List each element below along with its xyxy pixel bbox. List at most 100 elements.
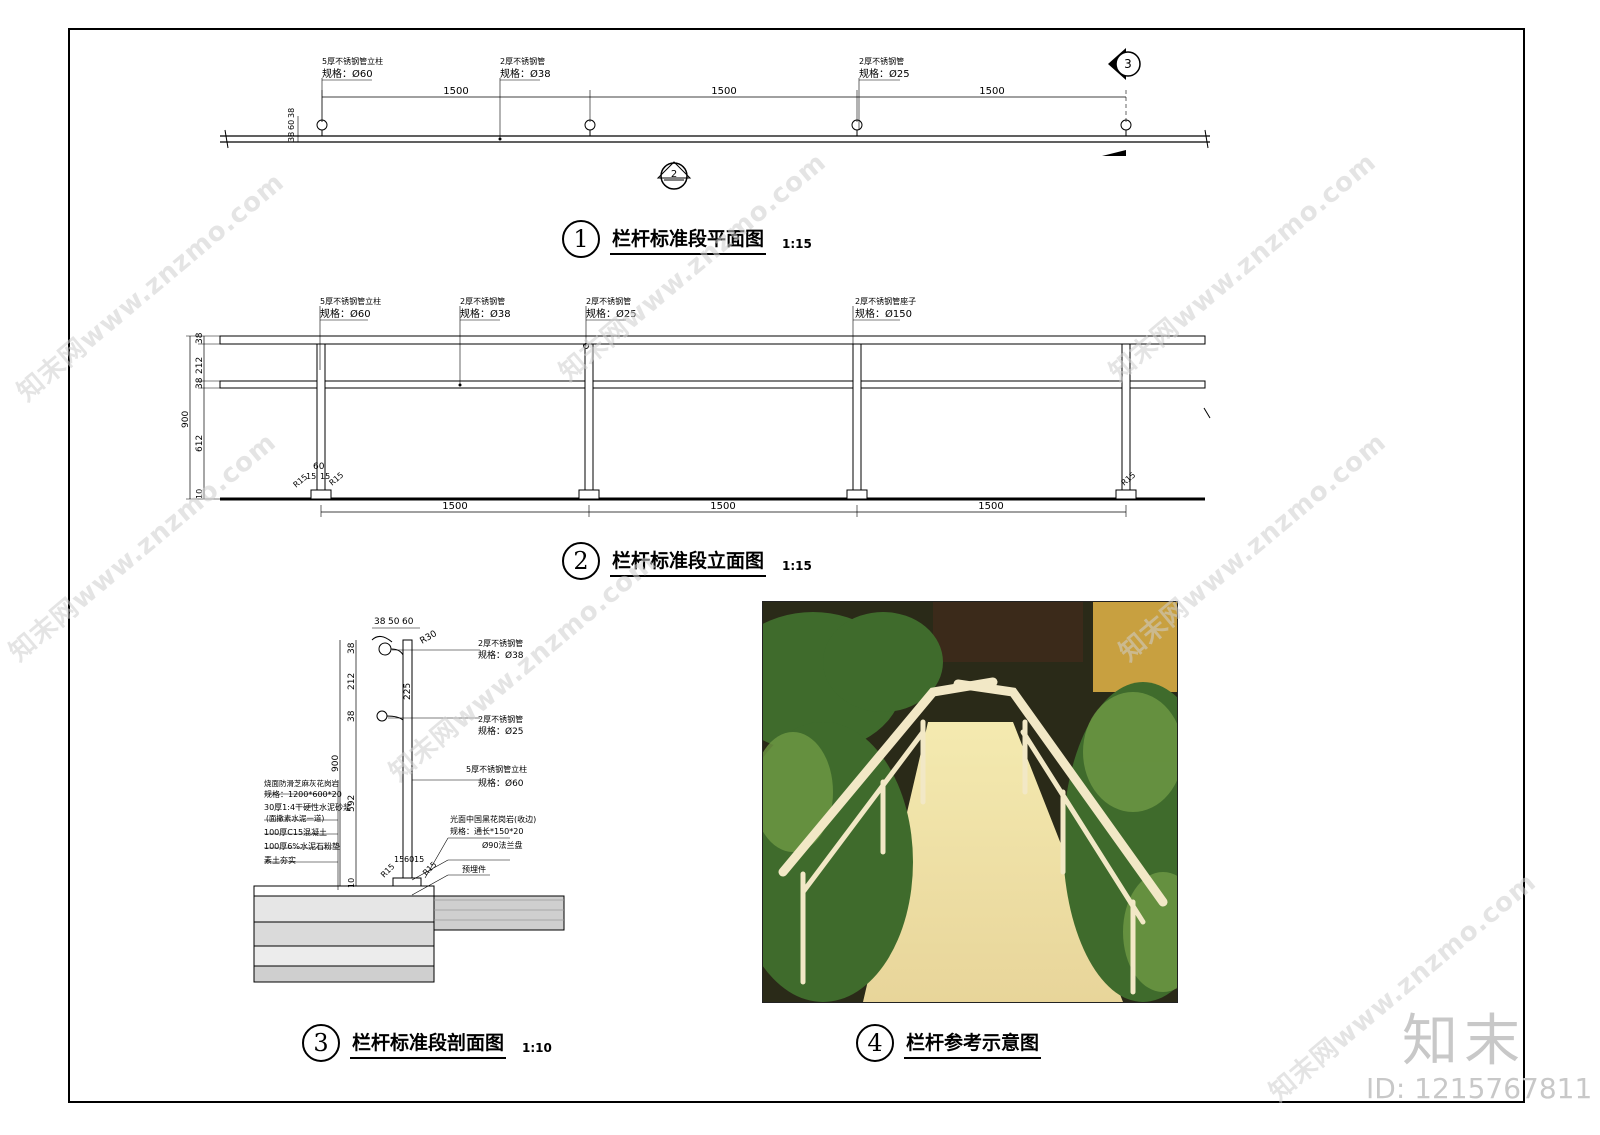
section-vert-dim: 38 xyxy=(347,710,357,722)
elevation-vert-dim: 38 xyxy=(195,332,205,344)
mortar-layer xyxy=(253,895,435,923)
elevation-marker-label: 2 xyxy=(671,169,677,180)
photo-title-text: 栏杆参考示意图 xyxy=(904,1028,1042,1059)
plan-title-scale: 1:15 xyxy=(782,237,812,251)
section-layer-label: 30厚1:4干硬性水泥砂浆 xyxy=(264,802,351,812)
plan-span-label: 1500 xyxy=(979,86,1004,97)
upper-handrail xyxy=(219,335,1206,345)
section-callout: 光面中国黑花岗岩(收边) xyxy=(450,814,536,824)
section-callout: 规格：通长*150*20 xyxy=(450,826,523,836)
elevation-base-dim: 60 xyxy=(313,462,325,472)
elevation-title: 2 栏杆标准段立面图 1:15 xyxy=(562,542,812,580)
section-callout: 5厚不锈钢管立柱 xyxy=(466,764,527,774)
plan-callout: 规格：Ø38 xyxy=(500,67,551,80)
plan-title-number: 1 xyxy=(562,220,600,258)
plan-offset-dim: 60 xyxy=(287,120,296,130)
elevation-callout: 规格：Ø60 xyxy=(320,307,371,320)
section-callout: 预埋件 xyxy=(462,864,486,874)
plan-callout: 5厚不锈钢管立柱 xyxy=(322,56,383,66)
section-vert-dim: 38 xyxy=(347,642,357,654)
plan-callout: 2厚不锈钢管 xyxy=(500,56,545,66)
elevation-total-height: 900 xyxy=(181,411,191,428)
reference-photo-image xyxy=(763,602,1177,1002)
section-callout: 规格：Ø25 xyxy=(478,725,524,737)
elevation-ground-dim: 10 xyxy=(195,489,204,499)
section-callout: 规格：Ø38 xyxy=(478,649,524,661)
elevation-base-dim: 15 xyxy=(320,472,330,481)
section-vert-dim: 225 xyxy=(403,683,413,700)
elevation-vert-dim: 612 xyxy=(195,435,205,452)
paving-layer xyxy=(253,885,435,897)
elevation-posts xyxy=(310,343,1137,500)
elevation-callout: 2厚不锈钢管座子 xyxy=(855,296,916,306)
lower-handrail xyxy=(219,380,1206,389)
plan-callout: 规格：Ø60 xyxy=(322,67,373,80)
section-radius: R15 xyxy=(379,862,397,880)
elevation-vert-dim: 212 xyxy=(195,357,205,374)
plan-offset-dim: 38 xyxy=(287,132,296,142)
plan-view: 1500 1500 1500 5厚不锈钢管立柱 规格：Ø60 2厚不锈钢管 规格… xyxy=(220,48,1210,190)
plan-span-label: 1500 xyxy=(711,86,736,97)
plan-title-text: 栏杆标准段平面图 xyxy=(610,224,767,255)
plan-callout: 规格：Ø25 xyxy=(859,67,910,80)
section-layer-label: 规格：1200*600*20 xyxy=(264,789,342,799)
section-layer-label: 100厚C15混凝土 xyxy=(264,827,327,837)
section-vert-dim: 592 xyxy=(347,795,357,812)
section-layer-label: (面撒素水泥一道) xyxy=(266,813,324,823)
section-title-number: 3 xyxy=(302,1024,340,1062)
elevation-span-label: 1500 xyxy=(442,501,467,512)
section-callout: Ø90法兰盘 xyxy=(482,840,522,850)
section-top-dim: 50 xyxy=(388,617,400,627)
plan-span-label: 1500 xyxy=(443,86,468,97)
section-view: 38 212 38 592 900 225 10 38 50 60 R30 15… xyxy=(253,617,565,983)
section-base-dim: 15 xyxy=(394,855,404,864)
plan-offset-dim: 38 xyxy=(287,108,296,118)
section-top-radius: R30 xyxy=(419,629,440,647)
section-rail-upper xyxy=(378,642,392,656)
elevation-title-number: 2 xyxy=(562,542,600,580)
photo-title: 4 栏杆参考示意图 xyxy=(856,1024,1042,1062)
adjacent-paving xyxy=(433,895,565,931)
section-vert-dim: 900 xyxy=(331,755,341,772)
section-base-dim: 15 xyxy=(414,855,424,864)
section-vert-dim: 10 xyxy=(347,878,356,888)
elevation-vert-dim: 38 xyxy=(195,377,205,389)
section-layer-label: 100厚6%水泥石粉垫 xyxy=(264,841,340,851)
section-top-dim: 60 xyxy=(402,617,414,627)
plan-title: 1 栏杆标准段平面图 1:15 xyxy=(562,220,812,258)
section-title-scale: 1:10 xyxy=(522,1041,552,1055)
elevation-callout: 规格：Ø150 xyxy=(855,307,912,320)
section-marker-label: 3 xyxy=(1124,57,1132,71)
elevation-marker-icon xyxy=(660,162,688,190)
section-vert-dim: 212 xyxy=(347,673,357,690)
document-id: ID: 1215767811 xyxy=(1366,1072,1593,1105)
stone-powder-layer xyxy=(253,945,435,967)
section-title: 3 栏杆标准段剖面图 1:10 xyxy=(302,1024,552,1062)
section-callout: 规格：Ø60 xyxy=(478,777,524,789)
elevation-title-text: 栏杆标准段立面图 xyxy=(610,546,767,577)
section-callout: 2厚不锈钢管 xyxy=(478,714,523,724)
section-rail-lower xyxy=(376,710,388,722)
brand-logo: 知末 xyxy=(1402,1009,1526,1074)
section-title-text: 栏杆标准段剖面图 xyxy=(350,1028,507,1059)
section-layer-label: 烧面防滑芝麻灰花岗岩 xyxy=(264,778,339,788)
photo-title-number: 4 xyxy=(856,1024,894,1062)
section-top-dim: 38 xyxy=(374,617,386,627)
elevation-span-label: 1500 xyxy=(710,501,735,512)
concrete-layer xyxy=(253,921,435,947)
elevation-view: 38 212 38 612 900 10 60 15 15 R15 R15 R1… xyxy=(181,296,1211,517)
sheet-border xyxy=(68,28,1525,1103)
elevation-title-scale: 1:15 xyxy=(782,559,812,573)
elevation-callout: 2厚不锈钢管 xyxy=(586,296,631,306)
elevation-callout: 规格：Ø38 xyxy=(460,307,511,320)
soil-layer xyxy=(253,965,435,983)
elevation-callout: 2厚不锈钢管 xyxy=(460,296,505,306)
elevation-span-label: 1500 xyxy=(978,501,1003,512)
plan-callout: 2厚不锈钢管 xyxy=(859,56,904,66)
section-callout: 2厚不锈钢管 xyxy=(478,638,523,648)
reference-photo xyxy=(762,601,1178,1003)
elevation-callout: 规格：Ø25 xyxy=(586,307,637,320)
section-layer-label: 素土夯实 xyxy=(264,855,296,865)
